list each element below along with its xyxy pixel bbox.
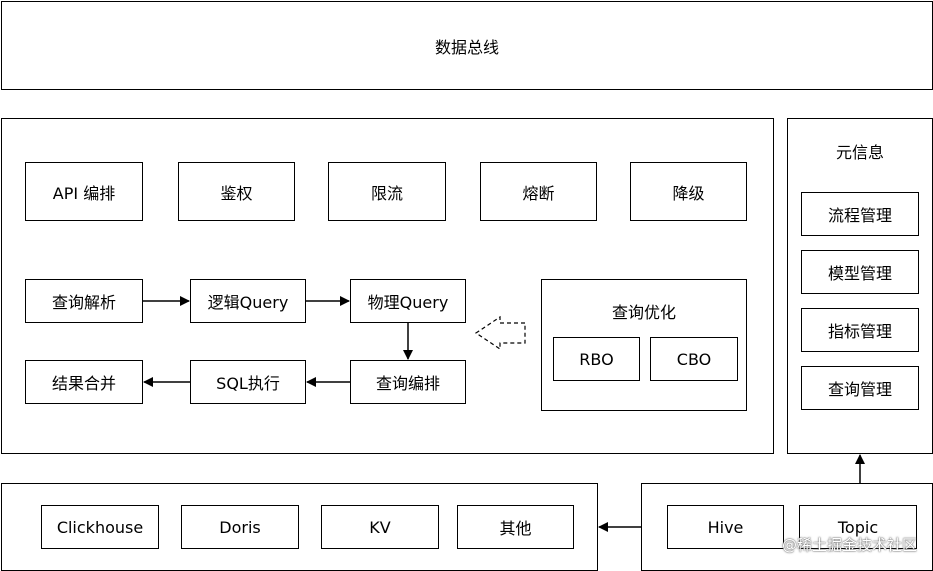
rbo-label: RBO: [579, 349, 614, 369]
result-merge-label: 结果合并: [51, 374, 116, 393]
circuit-breaker-label: 熔断: [522, 183, 555, 203]
query-orchestration-box: 查询编排: [350, 360, 466, 404]
circuit-breaker-box: 熔断: [480, 162, 597, 221]
doris-box: Doris: [181, 505, 299, 549]
sql-exec-label: SQL执行: [216, 374, 280, 393]
query-optimizer-frame: [541, 279, 747, 411]
data-bus-label: 数据总线: [434, 37, 499, 57]
process-management-label: 流程管理: [827, 206, 892, 225]
logical-query-label: 逻辑Query: [207, 293, 289, 312]
kv-label: KV: [369, 517, 391, 537]
physical-query-label: 物理Query: [367, 293, 449, 312]
gateway-frame: [1, 118, 774, 454]
topic-label: Topic: [837, 517, 879, 537]
arrow-optimizer-to-physical: [474, 315, 526, 351]
other-storage-box: 其他: [457, 505, 574, 549]
topic-box: Topic: [799, 505, 917, 549]
clickhouse-label: Clickhouse: [56, 517, 144, 537]
kv-box: KV: [321, 505, 439, 549]
metric-management-label: 指标管理: [827, 322, 892, 341]
data-bus-box: 数据总线: [1, 1, 933, 90]
rate-limit-label: 限流: [370, 183, 403, 203]
hive-box: Hive: [667, 505, 784, 549]
model-management-label: 模型管理: [827, 264, 892, 283]
model-management-box: 模型管理: [801, 250, 919, 294]
query-management-box: 查询管理: [801, 366, 919, 410]
clickhouse-box: Clickhouse: [41, 505, 159, 549]
query-management-label: 查询管理: [827, 380, 892, 399]
watermark: @稀土掘金技术社区: [781, 536, 917, 554]
rate-limit-box: 限流: [328, 162, 446, 221]
metadata-title: 元信息: [835, 143, 884, 162]
query-optimizer-title: 查询优化: [611, 303, 676, 322]
other-storage-label: 其他: [499, 519, 532, 538]
rbo-box: RBO: [553, 337, 640, 381]
result-merge-box: 结果合并: [25, 360, 143, 404]
query-parse-label: 查询解析: [51, 293, 116, 312]
process-management-box: 流程管理: [801, 192, 919, 236]
cbo-label: CBO: [676, 349, 712, 369]
query-orchestration-label: 查询编排: [375, 374, 440, 393]
auth-box: 鉴权: [178, 162, 295, 221]
sql-exec-box: SQL执行: [190, 360, 306, 404]
logical-query-box: 逻辑Query: [190, 279, 306, 323]
degradation-label: 降级: [672, 183, 705, 203]
auth-label: 鉴权: [220, 183, 253, 203]
api-orchestration-label: API 编排: [52, 183, 116, 203]
doris-label: Doris: [219, 517, 261, 537]
query-parse-box: 查询解析: [25, 279, 143, 323]
hive-label: Hive: [707, 517, 744, 537]
cbo-box: CBO: [650, 337, 738, 381]
api-orchestration-box: API 编排: [25, 162, 143, 221]
physical-query-box: 物理Query: [350, 279, 466, 323]
degradation-box: 降级: [630, 162, 747, 221]
metric-management-box: 指标管理: [801, 308, 919, 352]
